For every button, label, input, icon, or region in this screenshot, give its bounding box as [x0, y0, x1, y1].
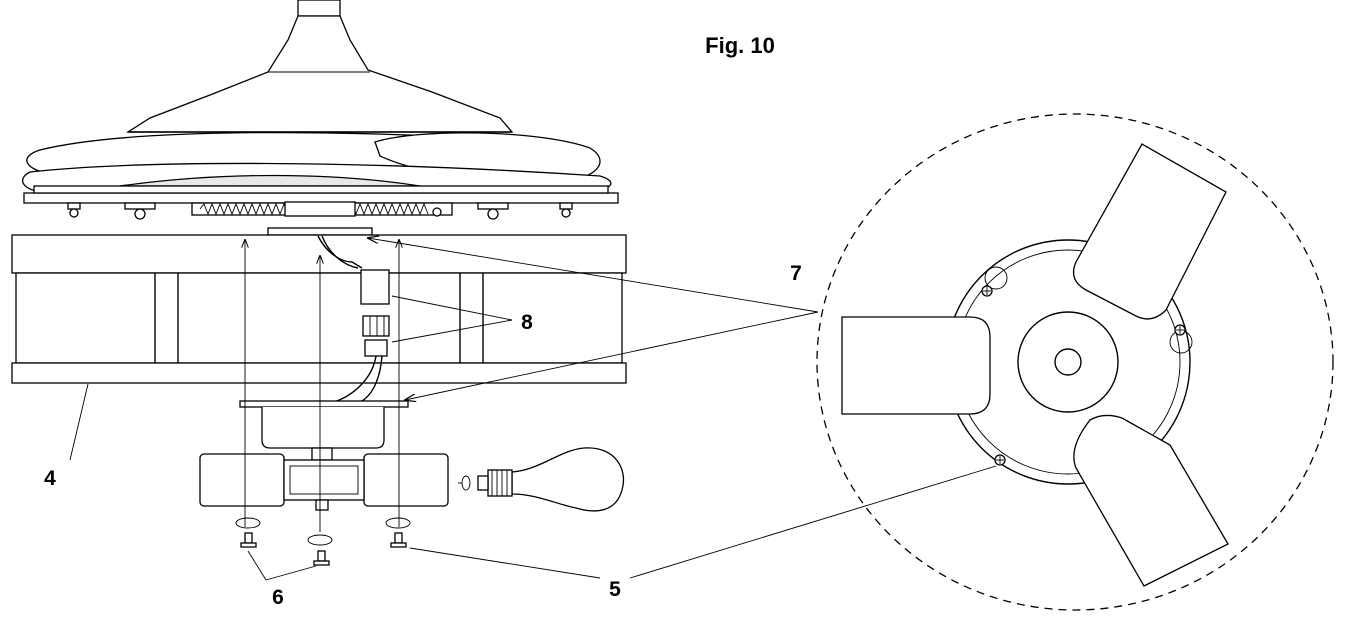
lower-plate	[239, 400, 409, 408]
leader-lines	[69, 238, 997, 581]
assembly-arrows	[245, 240, 399, 532]
callout-6: 6	[272, 586, 284, 609]
light-module	[199, 447, 449, 511]
screw-icon	[240, 532, 407, 566]
screw-icon	[981, 285, 1186, 466]
washer-icon	[235, 517, 411, 546]
bracket-arm	[841, 316, 991, 415]
switch-cup	[261, 407, 385, 449]
detail-view	[816, 113, 1334, 611]
detail-circle	[816, 113, 1334, 611]
light-kit-housing	[11, 234, 627, 384]
callout-5: 5	[609, 578, 621, 601]
wire-connectors	[317, 235, 390, 403]
callout-4: 4	[44, 467, 56, 490]
callout-7: 7	[790, 262, 802, 285]
bracket-arm	[1073, 414, 1229, 587]
bracket-arm	[1072, 143, 1227, 320]
mounting-plate	[267, 227, 373, 236]
callout-8: 8	[521, 311, 533, 334]
light-bulb-icon	[458, 447, 624, 512]
figure-title: Fig. 10	[705, 33, 775, 58]
fan-canopy-assembly	[21, 0, 619, 220]
